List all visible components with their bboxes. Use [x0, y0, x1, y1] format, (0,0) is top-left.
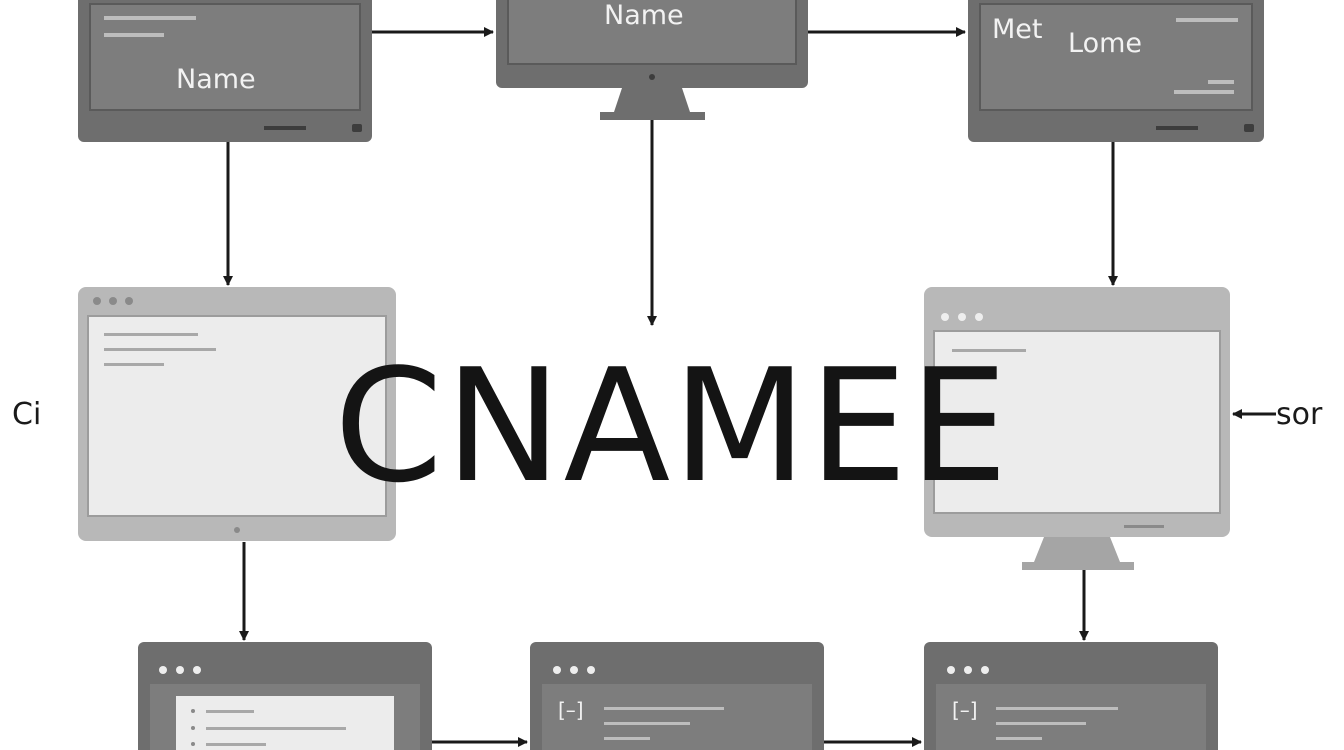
edges [223, 27, 1276, 747]
node-top-left [78, 0, 372, 142]
node-top-right [968, 0, 1264, 142]
node-bottom-right-label: [–] [952, 698, 978, 722]
node-bottom-right [924, 642, 1218, 750]
node-middle-right [924, 287, 1230, 570]
node-bottom-center-label: [–] [558, 698, 584, 722]
node-top-right-label-secondary: Lome [1068, 28, 1142, 59]
node-top-left-label: Name [176, 64, 256, 95]
side-label-right: sor [1276, 397, 1323, 432]
node-top-center [496, 0, 808, 120]
node-top-center-label: Name [604, 0, 684, 31]
node-top-right-label: Met [992, 14, 1043, 45]
node-middle-left [78, 287, 396, 541]
node-bottom-center [530, 642, 824, 750]
diagram-title: CNAMEE [333, 335, 1011, 517]
node-bottom-left [138, 642, 432, 750]
side-label-left: Ci [12, 397, 42, 432]
